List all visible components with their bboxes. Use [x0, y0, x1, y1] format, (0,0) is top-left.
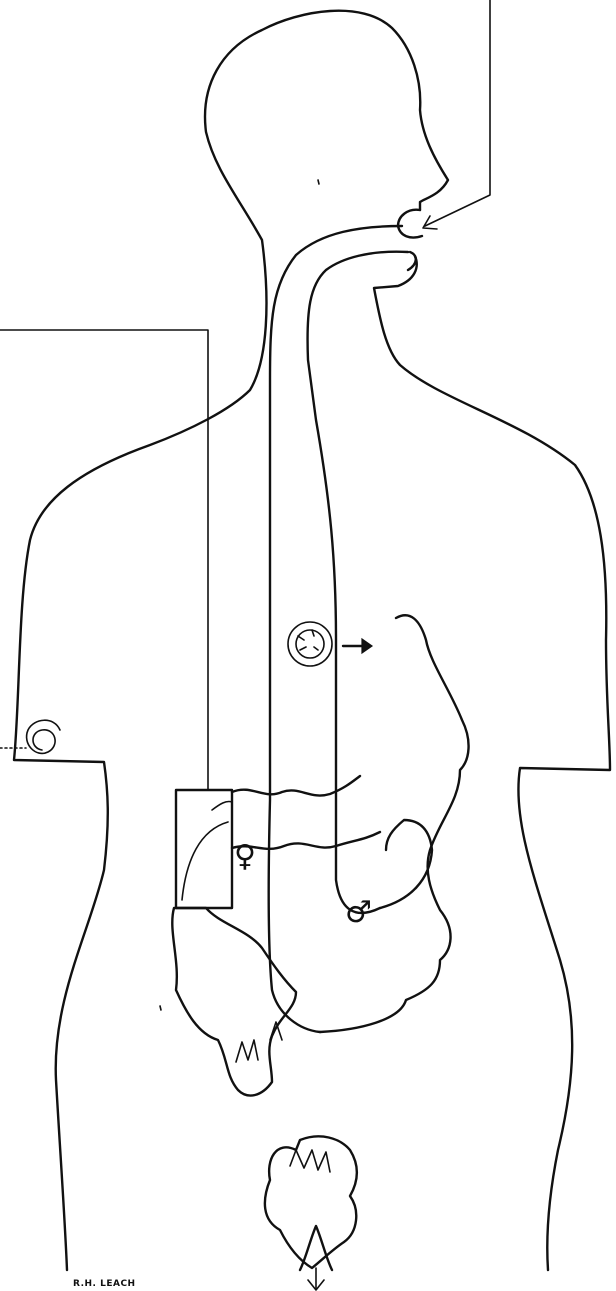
male-symbol: ♂ — [345, 895, 372, 930]
female-symbol: ♀ — [234, 839, 256, 874]
stomach-inner-curve — [380, 820, 432, 908]
box-inner-curve-1 — [182, 822, 228, 900]
rectum-outline — [265, 1136, 357, 1268]
intestine-detail-box — [176, 790, 232, 908]
colon-texture-1 — [236, 1040, 258, 1062]
mouth-arrow-head — [423, 216, 437, 229]
lower-lip — [408, 252, 416, 270]
upper-lip — [398, 210, 422, 238]
food-arrow-head — [362, 639, 372, 653]
rectum-texture — [290, 1150, 330, 1172]
ink-mark-belly — [160, 1006, 161, 1010]
ink-mark-face — [318, 180, 319, 184]
artist-signature: R.H. LEACH — [73, 1279, 136, 1289]
esophagus-right-wall — [308, 252, 408, 913]
stomach-outline — [320, 615, 469, 1032]
mouth-pointer-line — [425, 0, 490, 226]
spiral-icon — [27, 720, 60, 753]
box-inner-curve-2 — [212, 801, 232, 810]
food-bolus-icon — [288, 622, 332, 666]
box-pointer-line — [0, 330, 208, 790]
small-intestine-upper — [232, 776, 360, 796]
body-outline — [14, 11, 610, 1270]
